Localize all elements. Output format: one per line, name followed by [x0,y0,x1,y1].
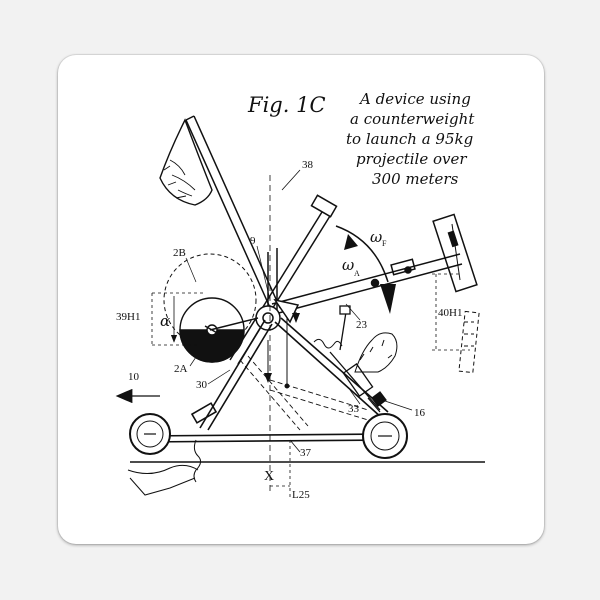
cam-wheel [163,253,257,363]
leader-37 [289,439,301,453]
leader-lines [185,245,413,411]
figure-title: Fig. 1C [247,93,326,117]
caption-line: A device using [358,90,471,108]
label-L25: L25 [292,489,310,501]
label-39H1: 39H1 [116,311,140,323]
label-37: 37 [300,447,312,459]
omega-f-arc [335,225,389,283]
dimension-40H1 [432,273,470,351]
right-arm [271,253,463,315]
leader-38 [281,169,301,191]
label-10: 10 [128,371,140,383]
wheel-right [362,413,408,459]
caption-line: a counterweight [350,110,475,128]
label-2A: 2A [174,363,188,375]
force-arrows [264,312,300,389]
dimension-L25 [270,440,291,500]
caption-line: to launch a 95kg [346,130,473,148]
dimension-39H1 [151,292,205,346]
omega-arrowhead-up [344,234,358,250]
cross-arm [229,194,338,365]
label-30: 30 [196,379,208,391]
omega-a-symbol: ω [342,256,354,274]
label-2B: 2B [173,247,186,259]
counterweight-ghost [458,310,480,374]
base-frame [139,317,393,443]
rock-pile [354,332,398,373]
label-38: 38 [302,159,314,171]
sling-bag [159,118,213,206]
label-X: X [264,469,274,484]
label-23: 23 [356,319,368,331]
label-16: 16 [414,407,426,419]
label-40H1: 40H1 [438,307,462,319]
caption-line: projectile over [356,150,467,168]
omega-a-subscript: A [354,269,360,278]
throwing-arm [185,115,281,313]
label-33: 33 [348,403,360,415]
caption: A device using a counterweight to launch… [346,90,475,188]
ground [127,461,485,496]
rope [193,439,202,483]
trigger-mechanism [313,305,387,413]
omega-f-subscript: F [382,239,387,248]
caption-line: 300 meters [372,170,459,188]
dashed-struts [239,355,369,431]
label-9: 9 [250,235,256,247]
omega-f-symbol: ω [370,228,382,246]
wheel-left [129,413,171,455]
omega-arrowhead-down [380,284,396,314]
alpha-symbol: α [160,312,170,330]
counterweight-box [432,213,478,293]
